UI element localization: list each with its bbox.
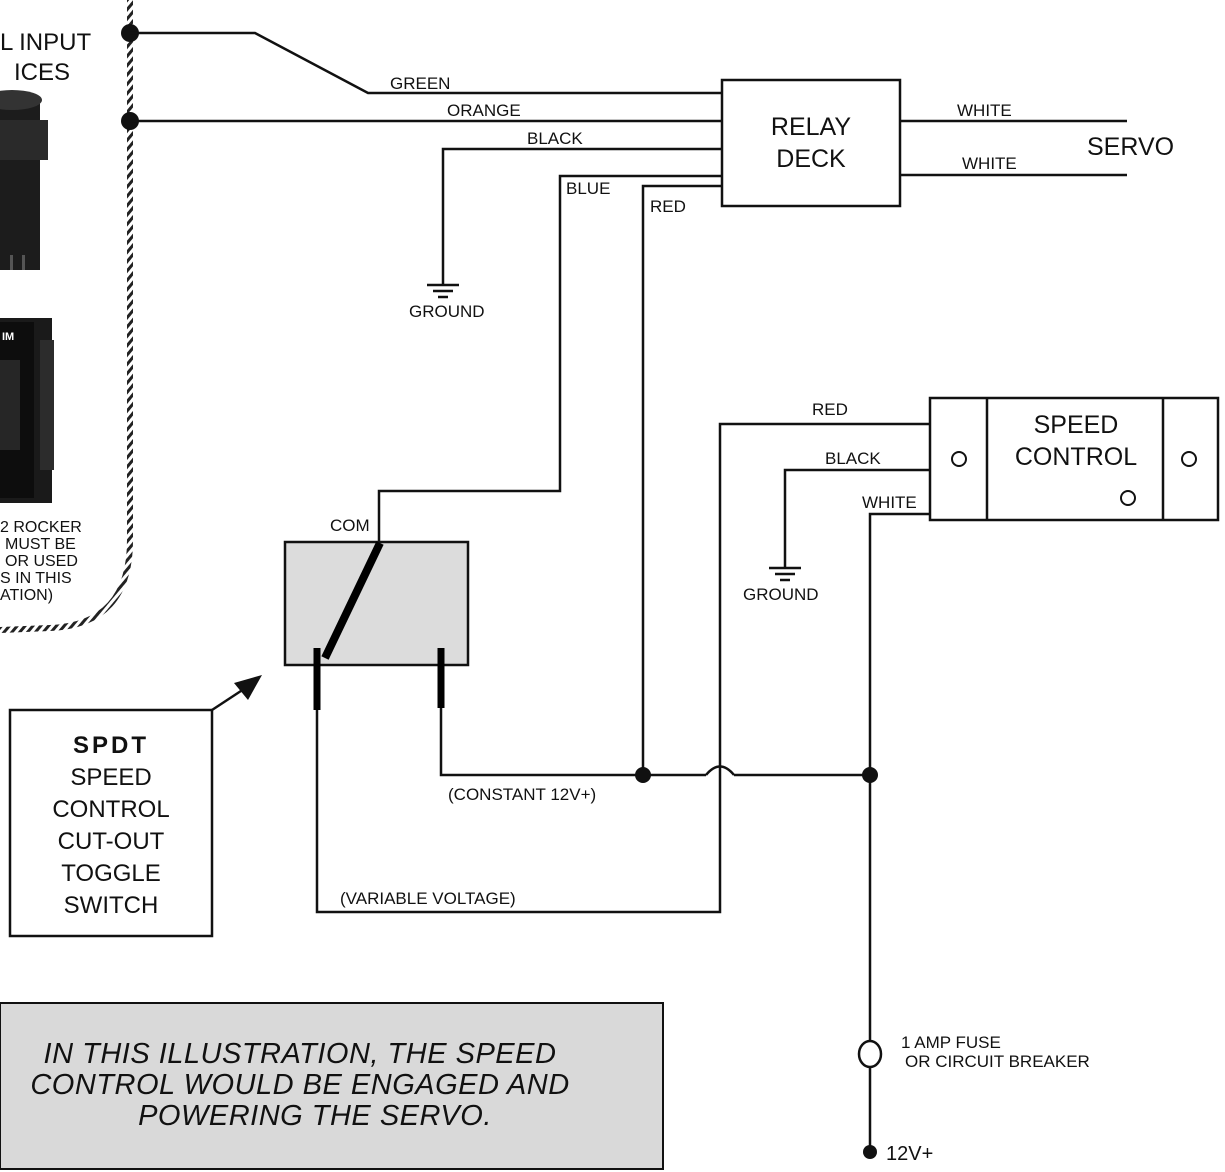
joystick-image — [0, 90, 48, 270]
com-label: COM — [330, 516, 370, 535]
white-wire-label: WHITE — [962, 154, 1017, 173]
black-wire — [441, 147, 722, 285]
panel-note-line: 2 ROCKER — [0, 519, 82, 536]
red-wire-speed-label: RED — [812, 400, 848, 419]
panel-note-line: OR USED — [5, 553, 78, 570]
panel-note-line: ATION) — [0, 587, 53, 604]
speed-control: SPEED CONTROL — [928, 396, 1220, 522]
speed-control-wires: RED BLACK GROUND WHITE — [718, 400, 930, 1043]
variable-voltage-wire — [315, 710, 722, 914]
white-wire-label: WHITE — [957, 101, 1012, 120]
panel-note-line: S IN THIS — [0, 570, 72, 587]
spdt-switch: COM — [283, 516, 470, 710]
blue-wire — [377, 174, 722, 543]
white-wire-speed — [868, 512, 930, 1043]
relay-deck-line2: DECK — [776, 145, 846, 173]
green-wire-label: GREEN — [390, 74, 450, 93]
servo-label: SERVO — [1087, 133, 1174, 161]
junction-dot — [635, 767, 651, 783]
blue-wire-label: BLUE — [566, 179, 610, 198]
constant-label: (CONSTANT 12V+) — [448, 785, 596, 804]
relay-deck-line1: RELAY — [771, 113, 851, 141]
black-wire-speed-label: BLACK — [825, 449, 881, 468]
red-wire-speed — [718, 422, 930, 768]
mounting-hole — [951, 451, 967, 467]
switch-output-wires: (CONSTANT 12V+) (VARIABLE VOLTAGE) — [315, 708, 878, 914]
fuse-and-power: 1 AMP FUSE OR CIRCUIT BREAKER 12V+ — [857, 1033, 1090, 1165]
callout-line4: CUT-OUT — [58, 828, 165, 855]
callout-line6: SWITCH — [64, 892, 159, 919]
illustration-note-line2: CONTROL WOULD BE ENGAGED AND — [30, 1069, 569, 1101]
relay-input-wires: GREEN ORANGE BLACK GROUND BLUE RED — [130, 31, 722, 775]
white-wire-speed-label: WHITE — [862, 493, 917, 512]
panel-note: 2 ROCKER MUST BE OR USED S IN THIS ATION… — [0, 519, 82, 604]
callout-line3: CONTROL — [52, 796, 169, 823]
power-terminal — [863, 1145, 877, 1159]
power-label: 12V+ — [886, 1143, 933, 1165]
wire-crossover — [705, 765, 735, 776]
orange-wire-label: ORANGE — [447, 101, 521, 120]
variable-label: (VARIABLE VOLTAGE) — [340, 889, 516, 908]
fuse-label-line2: OR CIRCUIT BREAKER — [905, 1052, 1090, 1071]
ground-label: GROUND — [409, 302, 485, 321]
panel-note-line: MUST BE — [5, 536, 76, 553]
red-wire — [641, 184, 722, 775]
adjust-screw — [1120, 490, 1136, 506]
red-wire-label: RED — [650, 197, 686, 216]
black-wire-speed — [783, 468, 930, 568]
callout-line1: SPDT — [73, 732, 149, 759]
panel-title-line2: ICES — [14, 59, 70, 86]
callout-line2: SPEED — [70, 764, 151, 791]
ground-symbol — [769, 566, 801, 582]
callout-arrowhead — [234, 675, 262, 700]
input-devices-panel: L INPUT ICES IM 2 ROCKER MUST BE OR USED… — [0, 0, 139, 633]
junction-dot — [862, 767, 878, 783]
speed-control-line2: CONTROL — [1015, 443, 1137, 471]
ground-label: GROUND — [743, 585, 819, 604]
relay-deck: RELAY DECK — [720, 78, 902, 208]
switch-lever — [321, 541, 384, 660]
mounting-hole — [1181, 451, 1197, 467]
servo-wires: WHITE WHITE SERVO — [900, 101, 1174, 177]
ground-symbol — [427, 283, 459, 299]
rocker-switch-image: IM — [0, 318, 54, 503]
speed-control-line1: SPEED — [1034, 411, 1119, 439]
fuse-symbol — [857, 1039, 883, 1069]
black-wire-label: BLACK — [527, 129, 583, 148]
rocker-label: IM — [2, 331, 14, 343]
fuse-label-line1: 1 AMP FUSE — [901, 1033, 1001, 1052]
constant-12v-wire — [439, 708, 706, 777]
panel-title-line1: L INPUT — [0, 29, 91, 56]
spdt-callout: SPDT SPEED CONTROL CUT-OUT TOGGLE SWITCH — [8, 675, 262, 938]
callout-line5: TOGGLE — [61, 860, 161, 887]
illustration-note: IN THIS ILLUSTRATION, THE SPEED CONTROL … — [0, 1002, 664, 1170]
illustration-note-line3: POWERING THE SERVO. — [138, 1100, 492, 1132]
illustration-note-line1: IN THIS ILLUSTRATION, THE SPEED — [44, 1038, 557, 1070]
green-wire — [130, 31, 722, 95]
